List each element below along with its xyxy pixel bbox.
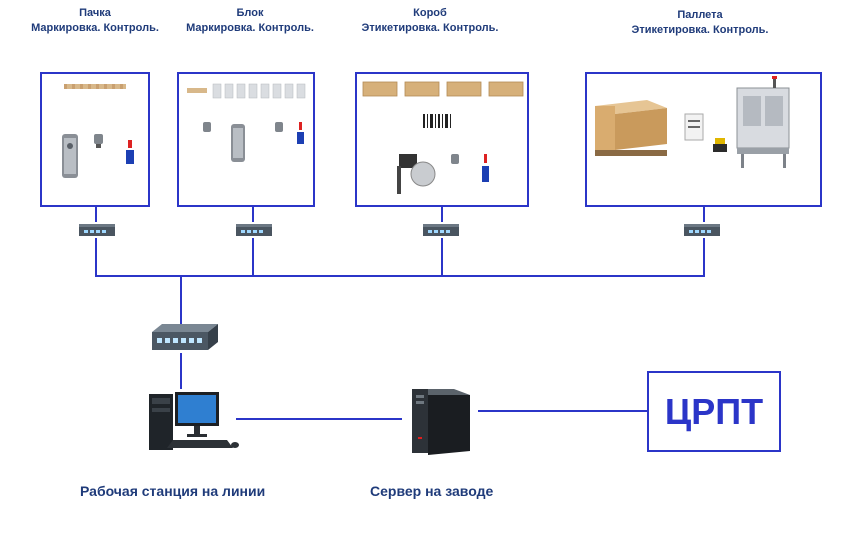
label-sheet-icon xyxy=(684,113,704,141)
pallet-icon xyxy=(595,100,667,156)
camera-icon xyxy=(203,122,211,132)
wire-workstation-to-server xyxy=(236,418,402,420)
station-korob-subtitle: Этикетировка. Контроль. xyxy=(361,22,499,34)
switch-icon-korob xyxy=(423,224,459,236)
reject-device-icon xyxy=(297,122,304,144)
wire-server-to-cprt xyxy=(478,410,648,412)
station-blok-equipment xyxy=(187,83,306,162)
cprt-box: ЦРПТ xyxy=(647,371,781,452)
station-palleta-label: Паллета Этикетировка. Контроль. xyxy=(620,8,780,38)
station-blok-title: Блок xyxy=(236,7,264,19)
station-palleta-equipment xyxy=(595,76,790,168)
wire-blok-to-switch xyxy=(252,207,254,222)
station-pachka-box xyxy=(40,72,150,207)
pack-row-icon xyxy=(64,84,126,89)
workstation-icon xyxy=(149,392,239,450)
printer-icon xyxy=(231,124,245,162)
barcode-icon xyxy=(423,114,451,128)
wire-palleta-drop xyxy=(703,238,705,277)
pack-row-icon xyxy=(187,88,207,93)
station-palleta-box xyxy=(585,72,822,207)
switch-icon-pachka xyxy=(79,224,115,236)
wire-bus-to-main-switch xyxy=(180,277,182,325)
camera-icon xyxy=(451,154,459,164)
server-icon xyxy=(412,389,470,455)
station-palleta-subtitle: Этикетировка. Контроль. xyxy=(631,24,769,36)
station-blok-box xyxy=(177,72,315,207)
camera-icon xyxy=(94,134,103,148)
box-row-icon xyxy=(362,81,524,97)
station-korob-title: Короб xyxy=(413,7,447,19)
wire-pachka-to-switch xyxy=(95,207,97,222)
camera-icon-2 xyxy=(275,122,283,132)
station-blok-label: Блок Маркировка. Контроль. xyxy=(175,6,325,36)
mouse-icon xyxy=(231,442,239,448)
monitor-icon xyxy=(175,392,219,437)
main-switch-icon xyxy=(152,324,218,350)
wire-palleta-to-switch xyxy=(703,207,705,222)
station-pachka-label: Пачка Маркировка. Контроль. xyxy=(20,6,170,36)
station-pachka-subtitle: Маркировка. Контроль. xyxy=(31,22,159,34)
station-pachka-equipment xyxy=(62,84,134,178)
station-korob-label: Короб Этикетировка. Контроль. xyxy=(355,6,505,36)
cprt-label: ЦРПТ xyxy=(664,390,764,432)
block-row-icon xyxy=(212,83,306,99)
keyboard-icon xyxy=(167,440,233,448)
labeler-icon xyxy=(397,154,436,194)
server-label: Сервер на заводе xyxy=(370,483,494,499)
wire-korob-to-switch xyxy=(441,207,443,222)
wire-pachka-drop xyxy=(95,238,97,277)
wire-blok-drop xyxy=(252,238,254,277)
station-palleta-title: Паллета xyxy=(677,9,723,21)
reject-device-icon xyxy=(126,140,134,164)
station-blok-subtitle: Маркировка. Контроль. xyxy=(186,22,314,34)
wire-bus xyxy=(95,275,705,277)
reject-device-icon xyxy=(482,154,489,182)
wire-korob-drop xyxy=(441,238,443,277)
station-pachka-title: Пачка xyxy=(79,7,111,19)
station-korob-equipment xyxy=(362,81,524,194)
station-korob-box xyxy=(355,72,529,207)
scanner-icon xyxy=(713,138,727,152)
pc-tower-icon xyxy=(149,394,173,450)
switch-icon-blok xyxy=(236,224,272,236)
switch-icon-palleta xyxy=(684,224,720,236)
pallet-labeler-icon xyxy=(736,76,790,168)
printer-icon xyxy=(62,134,78,178)
workstation-label: Рабочая станция на линии xyxy=(80,483,266,499)
wire-switch-to-workstation xyxy=(180,353,182,389)
